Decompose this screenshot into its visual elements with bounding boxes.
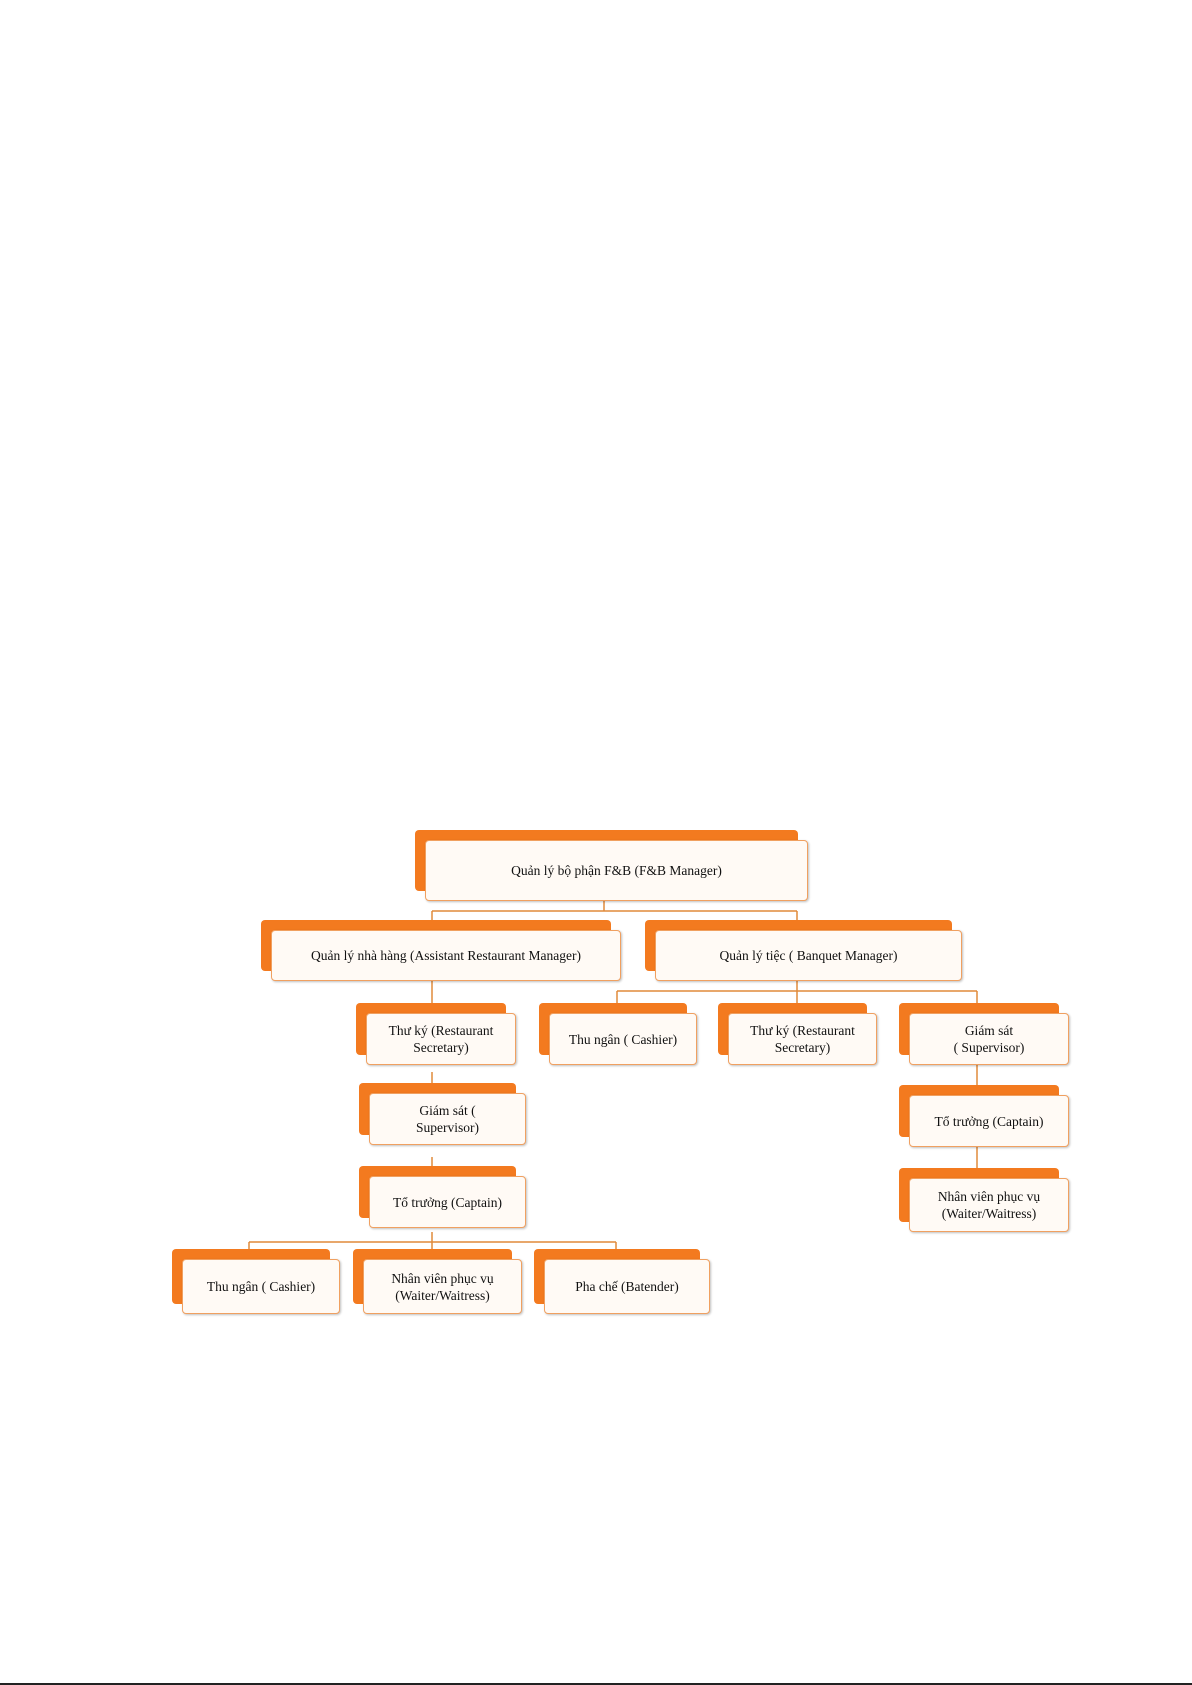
- restaurant-supervisor-label: Giám sát ( Supervisor): [416, 1103, 479, 1135]
- restaurant-captain-node: Tổ trưởng (Captain): [359, 1166, 526, 1228]
- page-bottom-rule: [0, 1683, 1192, 1685]
- restaurant-cashier-node: Thu ngân ( Cashier): [172, 1249, 340, 1314]
- banquet-waiter-label: Nhân viên phục vụ (Waiter/Waitress): [937, 1189, 1041, 1221]
- restaurant-cashier-label: Thu ngân ( Cashier): [206, 1279, 316, 1294]
- fb-manager-node: Quản lý bộ phận F&B (F&B Manager): [415, 830, 808, 901]
- restaurant-manager-node: Quản lý nhà hàng (Assistant Restaurant M…: [261, 920, 621, 981]
- restaurant-secretary-node: Thư ký (Restaurant Secretary): [356, 1003, 516, 1065]
- banquet-secretary-label: Thư ký (Restaurant Secretary): [750, 1023, 855, 1055]
- fb-manager-label: Quản lý bộ phận F&B (F&B Manager): [511, 863, 722, 878]
- banquet-manager-node: Quản lý tiệc ( Banquet Manager): [645, 920, 962, 981]
- restaurant-supervisor-node: Giám sát ( Supervisor): [359, 1083, 526, 1145]
- restaurant-waiter-label: Nhân viên phục vụ (Waiter/Waitress): [391, 1270, 494, 1303]
- banquet-captain-label: Tổ trưởng (Captain): [934, 1113, 1044, 1129]
- restaurant-manager-label: Quản lý nhà hàng (Assistant Restaurant M…: [311, 948, 581, 963]
- restaurant-waiter-node: Nhân viên phục vụ (Waiter/Waitress): [353, 1249, 522, 1314]
- restaurant-secretary-label: Thư ký (Restaurant Secretary): [388, 1023, 494, 1055]
- banquet-waiter-node: Nhân viên phục vụ (Waiter/Waitress): [899, 1168, 1069, 1232]
- banquet-captain-node: Tổ trưởng (Captain): [899, 1085, 1069, 1147]
- banquet-secretary-node: Thư ký (Restaurant Secretary): [718, 1003, 877, 1065]
- restaurant-captain-label: Tổ trưởng (Captain): [393, 1194, 502, 1210]
- banquet-manager-label: Quản lý tiệc ( Banquet Manager): [719, 948, 898, 963]
- bartender-label: Pha chế (Batender): [575, 1279, 679, 1294]
- banquet-supervisor-node: Giám sát ( Supervisor): [899, 1003, 1069, 1065]
- banquet-supervisor-label: Giám sát ( Supervisor): [953, 1023, 1025, 1055]
- banquet-cashier-node: Thu ngân ( Cashier): [539, 1003, 697, 1065]
- banquet-cashier-label: Thu ngân ( Cashier): [568, 1031, 678, 1047]
- bartender-node: Pha chế (Batender): [534, 1249, 710, 1314]
